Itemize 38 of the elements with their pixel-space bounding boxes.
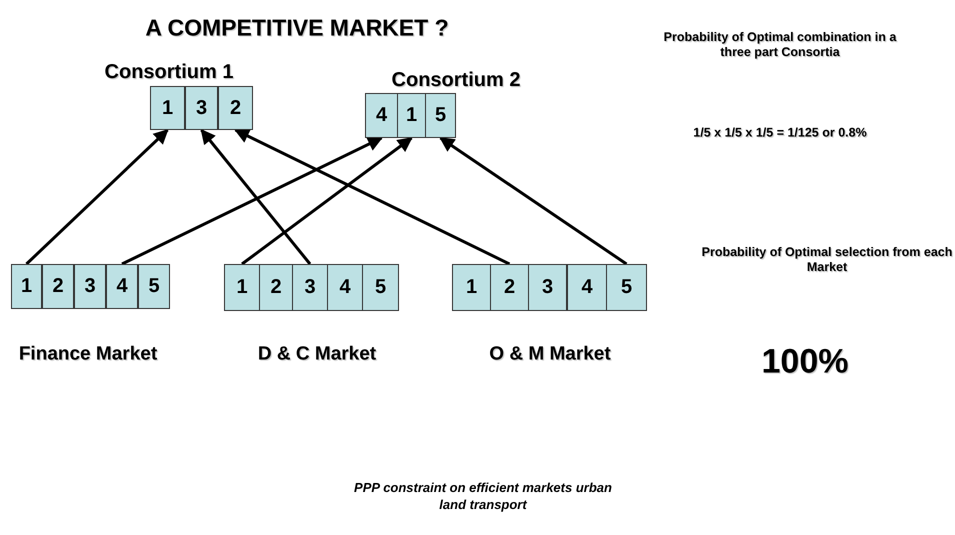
number-cell: 3	[185, 86, 218, 130]
arrow	[234, 128, 510, 266]
caption: PPP constraint on efficient markets urban land transport	[353, 480, 613, 514]
number-cell: 3	[292, 264, 328, 311]
number-cell: 5	[425, 93, 456, 138]
number-cell: 4	[106, 264, 138, 309]
market-label: Finance Market	[18, 344, 158, 366]
arrow	[200, 128, 312, 265]
arrow	[25, 128, 169, 266]
number-cell: 1	[150, 86, 185, 130]
arrow	[241, 136, 413, 266]
number-cell: 1	[452, 264, 491, 311]
number-cell: 5	[606, 264, 647, 311]
group-heading: Consortium 1	[104, 60, 234, 84]
number-cell: 5	[362, 264, 399, 311]
number-cell: 2	[490, 264, 529, 311]
number-cell: 3	[528, 264, 567, 311]
number-cell: 1	[224, 264, 260, 311]
group-heading: Consortium 2	[390, 68, 522, 92]
number-cell: 3	[74, 264, 106, 309]
number-cell: 2	[218, 86, 253, 130]
number-cell: 4	[365, 93, 398, 138]
number-cell: 4	[327, 264, 363, 311]
number-cell: 1	[397, 93, 426, 138]
arrow	[121, 136, 383, 266]
number-cell: 2	[259, 264, 293, 311]
number-cell: 1	[11, 264, 42, 309]
market-label: O & M Market	[488, 344, 612, 366]
formula-text: 1/5 x 1/5 x 1/5 = 1/125 or 0.8%	[692, 126, 868, 140]
percentage-value: 100%	[760, 342, 850, 382]
number-cell: 2	[42, 264, 74, 309]
arrow	[439, 136, 628, 266]
note-text: Probability of Optimal combination in a three part Consortia	[662, 30, 898, 60]
number-cell: 4	[567, 264, 607, 311]
number-cell: 5	[138, 264, 170, 309]
market-label: D & C Market	[256, 344, 378, 366]
title: A COMPETITIVE MARKET ?	[144, 14, 450, 42]
note-text: Probability of Optimal selection from each Market	[700, 245, 954, 275]
